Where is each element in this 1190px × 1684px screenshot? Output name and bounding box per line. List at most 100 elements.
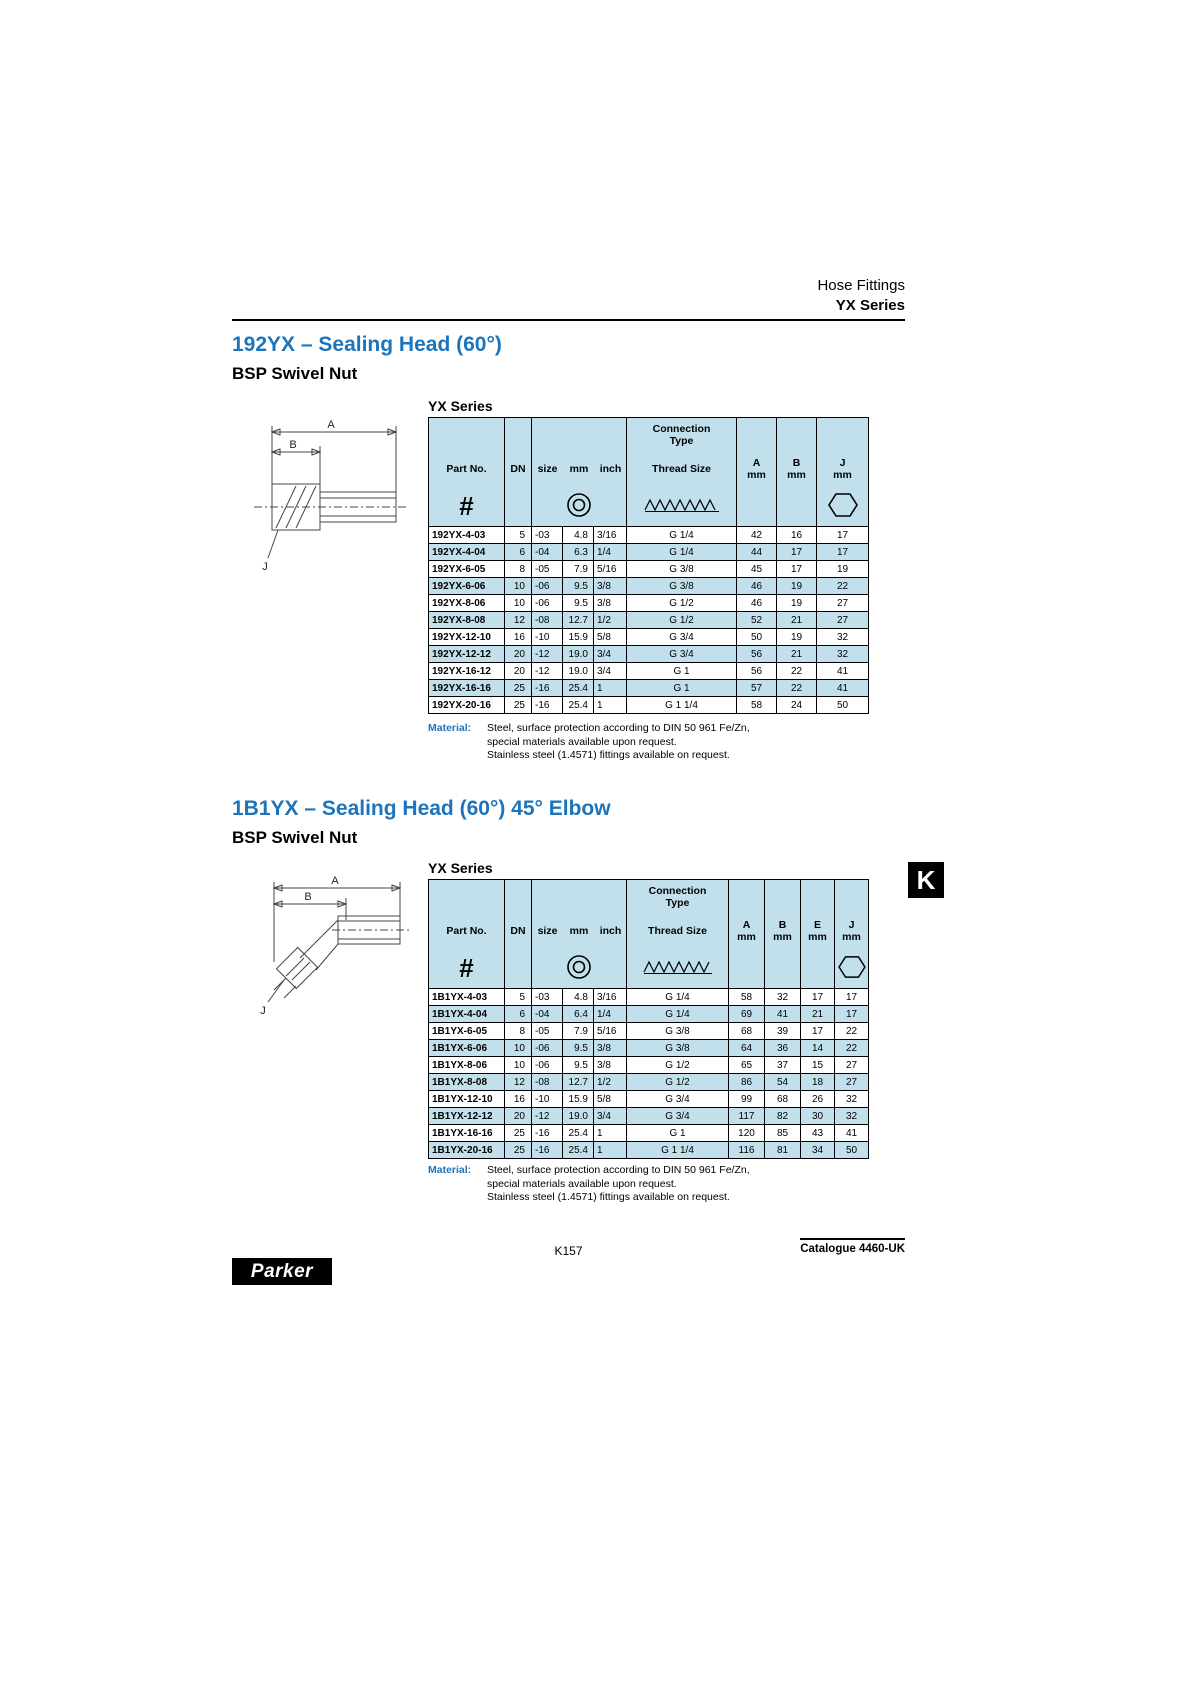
dim-label-j: J [262,561,268,573]
table-cell: 64 [728,1039,765,1057]
section1-table-label: YX Series [428,398,493,414]
table-cell: 17 [800,988,835,1006]
table-cell: 6 [504,1005,532,1023]
fitting-diagram-straight: A B J [228,418,418,581]
table-cell: 192YX-6-05 [428,560,505,578]
table-cell: 19 [776,628,817,646]
table-cell: 25.4 [562,696,594,714]
table-cell: -05 [531,1022,563,1040]
table-cell: 58 [728,988,765,1006]
table-cell: 192YX-8-08 [428,611,505,629]
table-cell: 8 [504,1022,532,1040]
material-text: Steel, surface protection according to D… [487,722,750,762]
table-cell: 41 [816,662,869,680]
table-cell: 37 [764,1056,801,1074]
table-cell: -06 [531,1039,563,1057]
table-cell: -06 [531,577,563,595]
table-cell: G 1 [626,679,737,697]
fitting-diagram-elbow: A B J [234,875,424,1031]
table-cell: 32 [834,1107,869,1125]
table-cell: 10 [504,1039,532,1057]
table-cell: 69 [728,1005,765,1023]
table-cell: G 1/4 [626,526,737,544]
thread-profile-icon [642,958,714,979]
table-cell: 24 [776,696,817,714]
spec-table-1b1yx: Part No. # DN size mm inch [428,879,869,1159]
table-cell: 32 [816,645,869,663]
table-cell: 20 [504,662,532,680]
table-cell: 7.9 [562,560,594,578]
hex-nut-icon [827,492,858,521]
table-cell: 25 [504,696,532,714]
table-cell: 99 [728,1090,765,1108]
table-cell: 1 [593,696,627,714]
table-cell: 58 [736,696,777,714]
table-cell: 68 [764,1090,801,1108]
table-cell: 22 [834,1039,869,1057]
table-cell: G 1/2 [626,611,737,629]
table-cell: G 3/8 [626,1039,729,1057]
table-cell: 192YX-4-03 [428,526,505,544]
table-cell: 15 [800,1056,835,1074]
table-cell: 3/4 [593,1107,627,1125]
col-header-thread: Connection Type Thread Size [626,417,737,527]
table-cell: 1B1YX-6-06 [428,1039,505,1057]
table-cell: 1B1YX-12-12 [428,1107,505,1125]
dim-label-a: A [327,419,335,431]
table-cell: 3/16 [593,988,627,1006]
table-cell: 116 [728,1141,765,1159]
table-cell: 27 [834,1056,869,1074]
table-cell: 25.4 [562,1141,594,1159]
table-cell: 25.4 [562,1124,594,1142]
col-header-dn: DN [504,879,532,989]
table-cell: 3/4 [593,645,627,663]
table-cell: 1B1YX-4-04 [428,1005,505,1023]
table-cell: 10 [504,594,532,612]
table-cell: 27 [834,1073,869,1091]
table-cell: 8 [504,560,532,578]
table-cell: 50 [834,1141,869,1159]
table-cell: G 1 1/4 [626,1141,729,1159]
table-cell: G 1/4 [626,1005,729,1023]
table-cell: 1/2 [593,1073,627,1091]
table-cell: 5/8 [593,628,627,646]
table-cell: 1/2 [593,611,627,629]
section1-title: 192YX – Sealing Head (60°) [232,333,502,356]
col-header-size-group: size mm inch [531,879,627,989]
table-cell: 6.4 [562,1005,594,1023]
section2-title: 1B1YX – Sealing Head (60°) 45° Elbow [232,797,611,820]
table-cell: 1B1YX-12-10 [428,1090,505,1108]
table-cell: 22 [816,577,869,595]
table-cell: 20 [504,1107,532,1125]
table-cell: 3/8 [593,1056,627,1074]
table-cell: 15.9 [562,1090,594,1108]
table-cell: -03 [531,988,563,1006]
table-cell: 18 [800,1073,835,1091]
table-cell: 16 [504,628,532,646]
table-cell: 27 [816,594,869,612]
table-cell: 46 [736,577,777,595]
table-cell: 22 [776,679,817,697]
table-cell: 22 [776,662,817,680]
table-cell: G 1 1/4 [626,696,737,714]
table-cell: -16 [531,679,563,697]
table-cell: 1 [593,679,627,697]
table-cell: 17 [834,1005,869,1023]
table-cell: 54 [764,1073,801,1091]
table-cell: 41 [816,679,869,697]
page-number: K157 [554,1244,583,1258]
table-cell: G 3/8 [626,1022,729,1040]
table-cell: 85 [764,1124,801,1142]
table-cell: G 3/4 [626,628,737,646]
table-cell: 1B1YX-4-03 [428,988,505,1006]
table-cell: G 1/4 [626,543,737,561]
table-cell: 12.7 [562,611,594,629]
table-cell: 16 [776,526,817,544]
table-cell: 9.5 [562,577,594,595]
